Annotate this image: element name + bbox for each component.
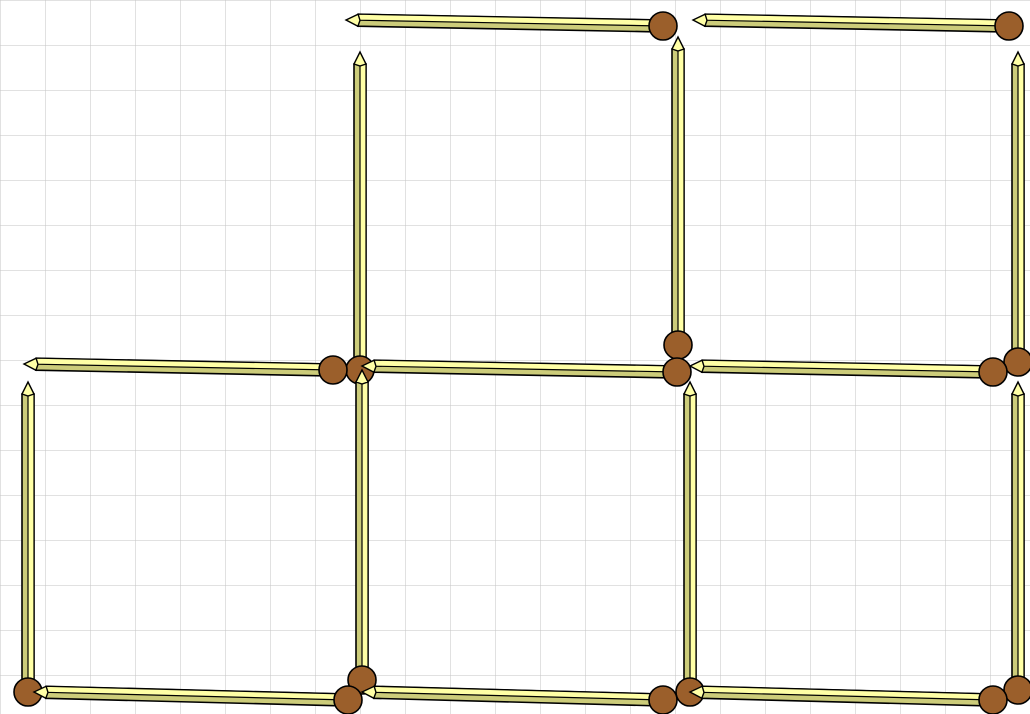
matchstick[interactable] bbox=[346, 12, 677, 40]
matchstick[interactable] bbox=[24, 356, 347, 384]
matchstick-tail bbox=[354, 52, 366, 66]
matchstick[interactable] bbox=[693, 12, 1023, 40]
matchstick[interactable] bbox=[1004, 52, 1030, 376]
matchstick[interactable] bbox=[676, 382, 704, 706]
matchstick-tail bbox=[1012, 52, 1024, 66]
match-head-icon bbox=[334, 686, 362, 714]
match-head-icon bbox=[649, 686, 677, 714]
matchstick[interactable] bbox=[346, 52, 374, 384]
matchstick-highlight bbox=[28, 394, 34, 692]
match-head-icon bbox=[649, 12, 677, 40]
matchstick[interactable] bbox=[664, 37, 692, 359]
match-head-icon bbox=[979, 686, 1007, 714]
matchstick[interactable] bbox=[362, 358, 691, 386]
matchstick-highlight bbox=[362, 382, 368, 680]
matchstick-highlight bbox=[1018, 394, 1024, 690]
matchstick-tail bbox=[684, 382, 696, 396]
matchstick-tail bbox=[693, 14, 707, 26]
match-head-icon bbox=[1004, 348, 1030, 376]
matchstick[interactable] bbox=[14, 382, 42, 706]
match-head-icon bbox=[979, 358, 1007, 386]
matchstick-highlight bbox=[1018, 64, 1024, 362]
matchstick[interactable] bbox=[690, 358, 1007, 386]
matchstick-tail bbox=[346, 14, 360, 26]
matchstick-tail bbox=[22, 382, 34, 396]
matchstick-highlight bbox=[690, 394, 696, 692]
match-head-icon bbox=[1004, 676, 1030, 704]
match-head-icon bbox=[663, 358, 691, 386]
matchstick[interactable] bbox=[348, 370, 376, 694]
matchstick-tail bbox=[690, 360, 704, 372]
matchstick-tail bbox=[1012, 382, 1024, 396]
matchstick-tail bbox=[24, 358, 38, 370]
match-head-icon bbox=[995, 12, 1023, 40]
matchstick-highlight bbox=[360, 64, 366, 370]
match-head-icon bbox=[664, 331, 692, 359]
matchstick[interactable] bbox=[690, 686, 1007, 714]
matchstick-tail bbox=[672, 37, 684, 51]
match-head-icon bbox=[319, 356, 347, 384]
matchstick[interactable] bbox=[1004, 382, 1030, 704]
matchstick[interactable] bbox=[362, 686, 677, 714]
matchstick-highlight bbox=[678, 49, 684, 345]
matchstick[interactable] bbox=[34, 686, 362, 714]
